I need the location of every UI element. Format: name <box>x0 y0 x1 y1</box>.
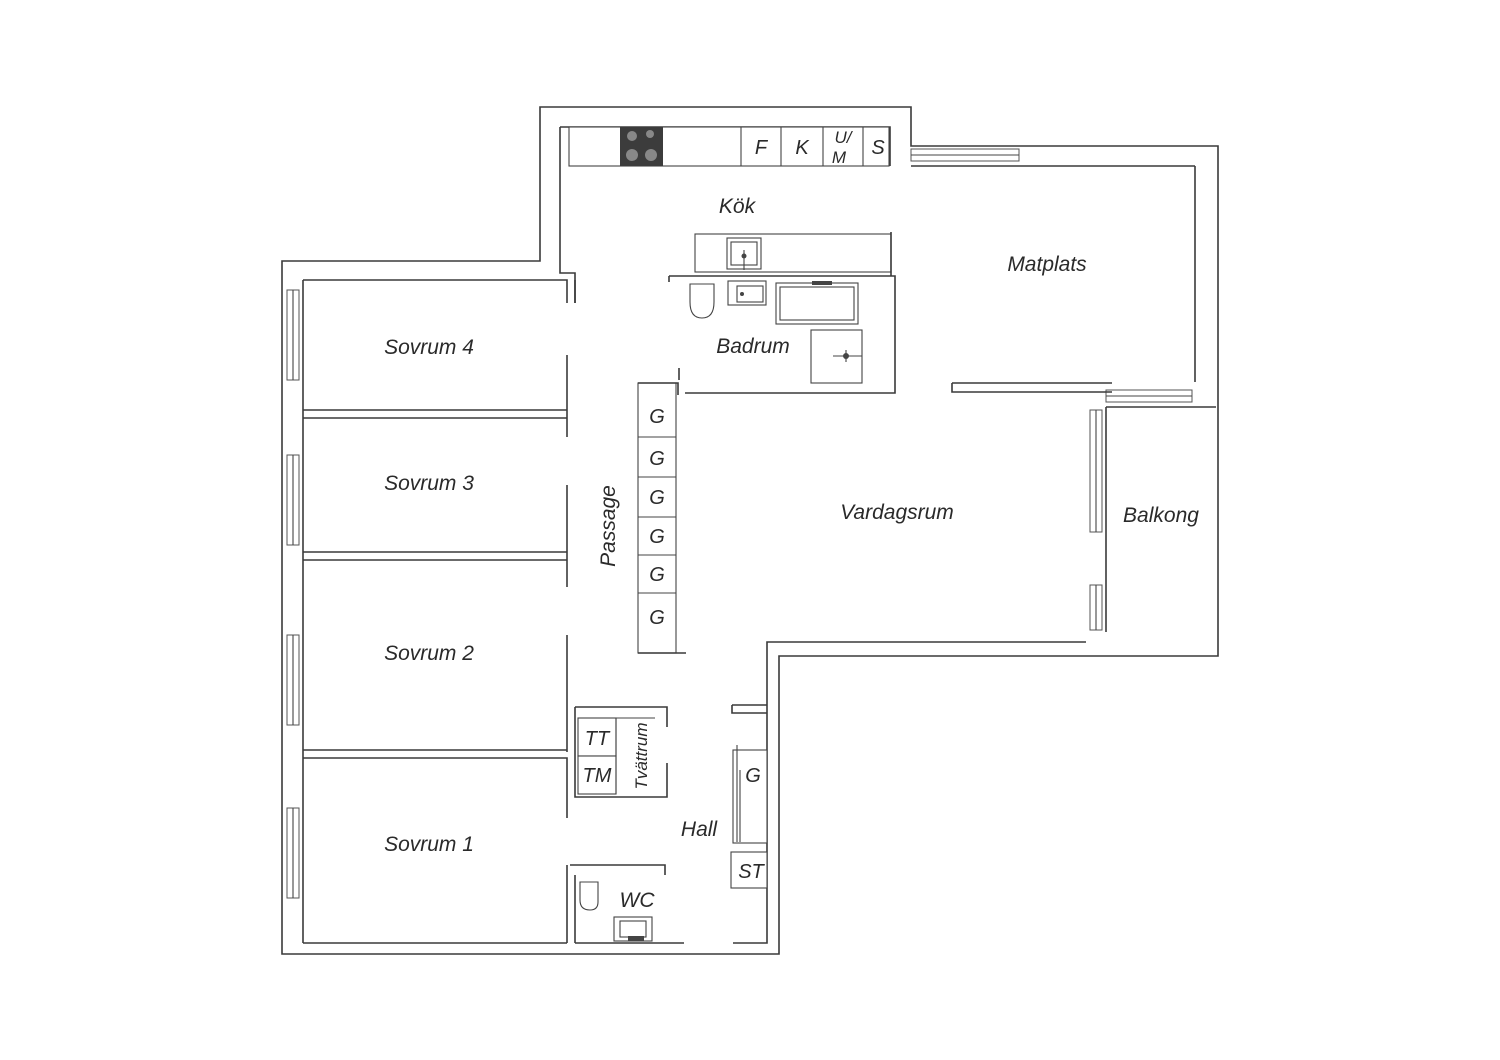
label-sovrum1: Sovrum 1 <box>384 833 474 856</box>
label-s: S <box>871 137 885 159</box>
label-tm: TM <box>583 765 612 787</box>
label-matplats: Matplats <box>1007 253 1087 276</box>
wc <box>570 864 666 943</box>
label-balkong: Balkong <box>1123 504 1199 527</box>
label-closet-4: G <box>649 526 665 548</box>
room-labels: Kök Matplats Badrum Sovrum 4 Sovrum 3 So… <box>384 195 1199 912</box>
label-fridge: F <box>755 137 769 159</box>
hall-closets <box>730 704 768 889</box>
label-sovrum3: Sovrum 3 <box>384 472 474 495</box>
label-st: ST <box>738 861 765 883</box>
label-closet-5: G <box>649 564 665 586</box>
stove <box>620 127 663 166</box>
label-vardagsrum: Vardagsrum <box>840 501 954 524</box>
label-sovrum2: Sovrum 2 <box>384 642 474 665</box>
label-um-bottom: M <box>832 148 847 167</box>
passage-closets <box>637 382 686 654</box>
kitchen-counter <box>568 126 890 167</box>
windows <box>286 148 1193 899</box>
label-freezer: K <box>795 137 810 159</box>
label-hall-closet: G <box>745 765 761 787</box>
storage-labels: G G G G G G G <box>649 406 761 787</box>
label-closet-3: G <box>649 487 665 509</box>
label-tt: TT <box>585 728 611 750</box>
bathroom <box>668 232 896 394</box>
bedroom-walls <box>303 279 576 943</box>
label-tvattrum: Tvättrum <box>632 722 651 789</box>
label-um-top: U/ <box>835 128 854 147</box>
outer-walls <box>281 106 1219 955</box>
appliance-labels: F K U/ M S TT TM ST <box>583 128 886 883</box>
label-hall: Hall <box>681 818 719 841</box>
laundry-room <box>574 706 668 798</box>
label-sovrum4: Sovrum 4 <box>384 336 474 359</box>
label-kok: Kök <box>719 195 757 218</box>
label-closet-6: G <box>649 607 665 629</box>
label-closet-1: G <box>649 406 665 428</box>
label-closet-2: G <box>649 448 665 470</box>
kitchen-island <box>694 233 892 273</box>
label-badrum: Badrum <box>716 335 790 358</box>
label-passage: Passage <box>597 485 620 567</box>
label-wc: WC <box>620 889 656 912</box>
